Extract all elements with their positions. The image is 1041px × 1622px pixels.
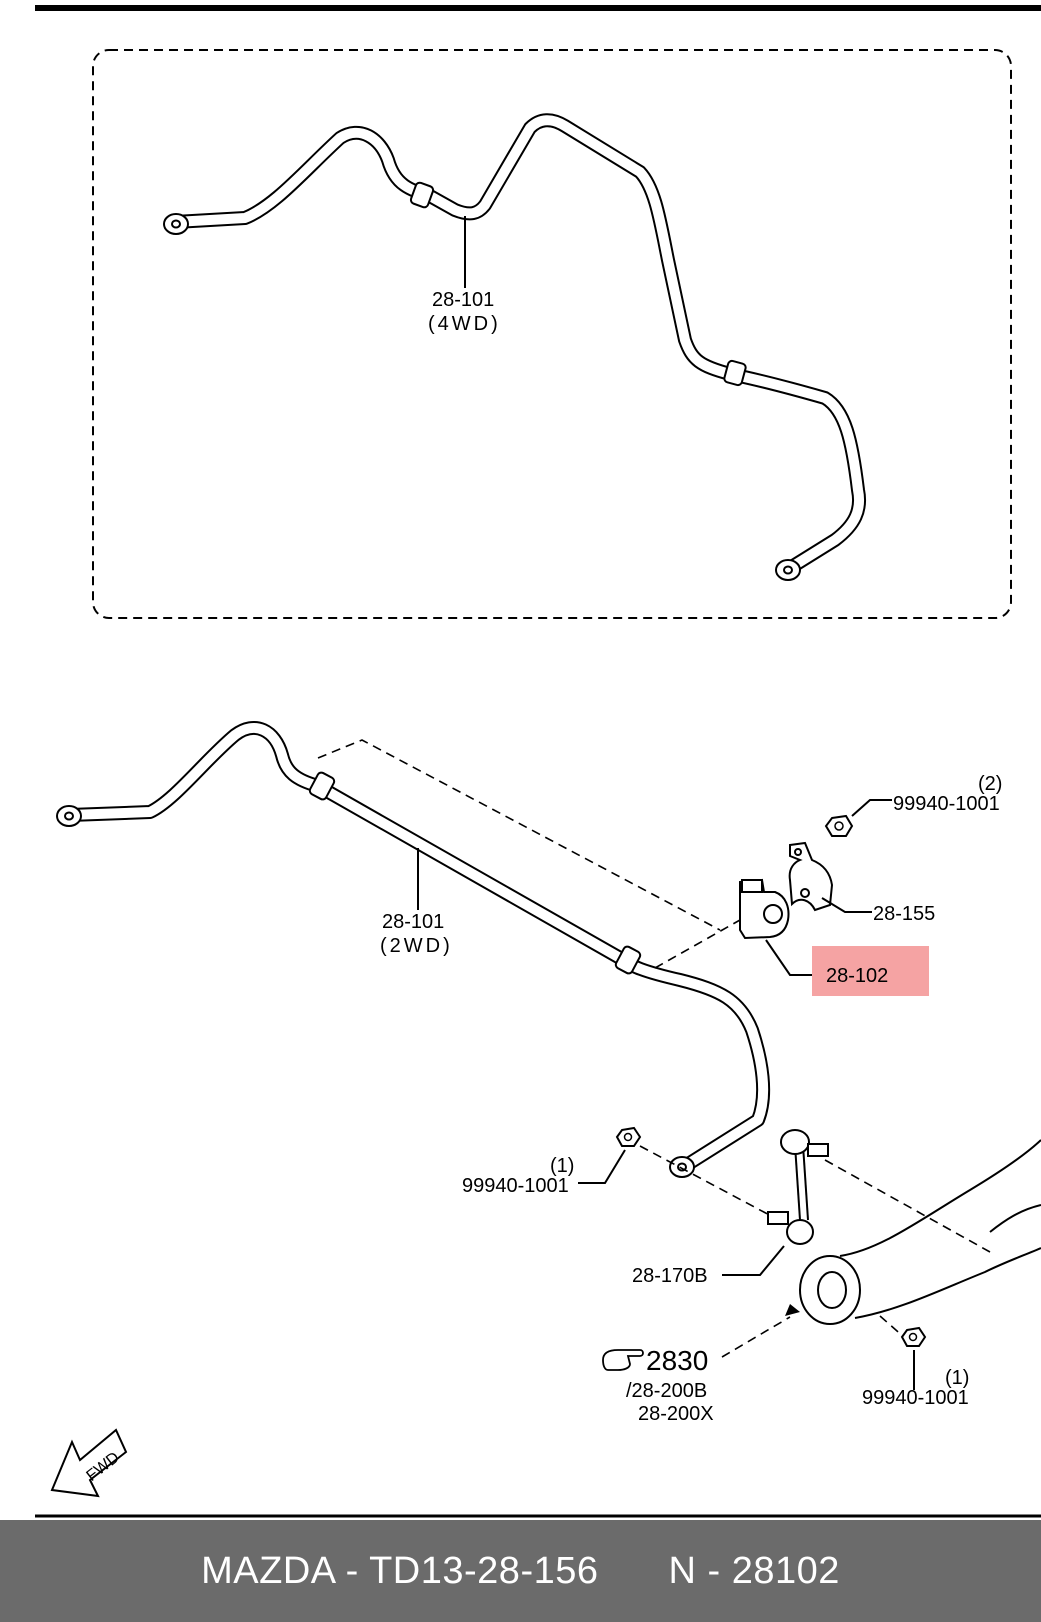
label-nut-top-qty: (2) xyxy=(978,773,1002,795)
leader-bracket xyxy=(821,897,872,913)
arm-pointer-arrow xyxy=(785,1304,800,1316)
leader-nut-left xyxy=(578,1149,626,1184)
caption-part-number: MAZDA - TD13-28-156 xyxy=(201,1549,599,1592)
lower-arm-icon[interactable] xyxy=(799,1139,1041,1325)
bracket-icon[interactable] xyxy=(788,841,834,912)
fwd-arrow-icon: FWD xyxy=(50,1428,128,1498)
caption-bar: MAZDA - TD13-28-156 N - 28102 xyxy=(0,1520,1041,1622)
label-nut-bottom-qty: (1) xyxy=(945,1367,969,1389)
leader-bushing xyxy=(765,939,818,976)
label-ref-b[interactable]: 28-200X xyxy=(638,1403,714,1425)
label-bushing[interactable]: 28-102 xyxy=(826,965,888,987)
label-bar-4wd[interactable]: 28-101 xyxy=(432,289,494,311)
highlight-bushing xyxy=(812,946,929,996)
nut-left-icon[interactable] xyxy=(615,1126,642,1147)
variant-4wd-frame xyxy=(92,49,1012,619)
pointing-hand-icon xyxy=(602,1349,644,1371)
label-bar-2wd[interactable]: 28-101 xyxy=(382,911,444,933)
nut-bottom-icon[interactable] xyxy=(900,1326,927,1347)
label-bracket[interactable]: 28-155 xyxy=(873,903,935,925)
leader-link xyxy=(722,1245,785,1276)
bushing-icon[interactable] xyxy=(739,878,790,940)
stabilizer-link-icon[interactable] xyxy=(767,1129,829,1245)
label-bar-4wd-note: (4WD) xyxy=(428,313,501,335)
label-nut-top[interactable]: 99940-1001 xyxy=(893,793,1000,815)
label-link[interactable]: 28-170B xyxy=(632,1265,708,1287)
stabilizer-bar-2wd[interactable] xyxy=(56,720,771,1178)
assembly-dashed-lines xyxy=(317,739,991,1358)
label-bar-2wd-note: (2WD) xyxy=(380,935,453,957)
leader-nut-top xyxy=(851,799,892,817)
label-ref-section[interactable]: 2830 xyxy=(646,1345,708,1376)
label-ref-a[interactable]: /28-200B xyxy=(626,1380,707,1402)
label-nut-left[interactable]: 99940-1001 xyxy=(462,1175,569,1197)
label-nut-bottom[interactable]: 99940-1001 xyxy=(862,1387,969,1409)
caption-diagram-ref: N - 28102 xyxy=(668,1549,840,1592)
parts-diagram: 28-101 (4WD) 28-101 (2WD) (2) 99940-1001… xyxy=(35,5,1041,1518)
stabilizer-bar-4wd[interactable] xyxy=(163,113,866,581)
nut-top-icon[interactable] xyxy=(824,814,854,837)
label-nut-left-qty: (1) xyxy=(550,1155,574,1177)
